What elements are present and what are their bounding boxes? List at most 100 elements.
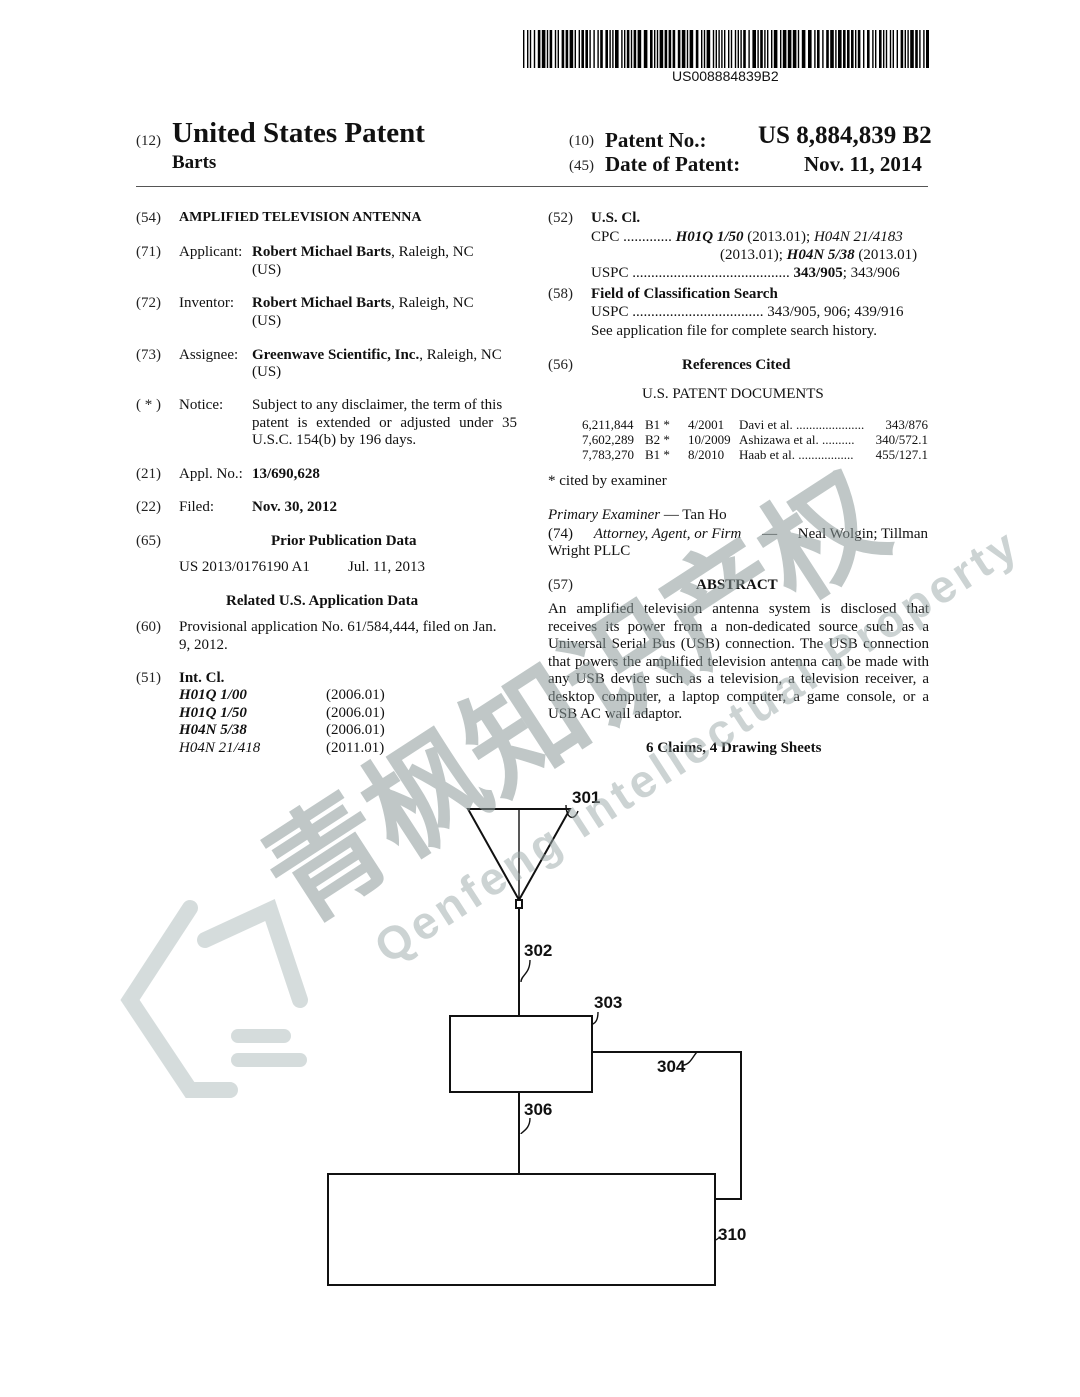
barcode-bar bbox=[609, 30, 611, 68]
cited-by-examiner-note: * cited by examiner bbox=[548, 473, 667, 489]
barcode-bar bbox=[581, 30, 584, 68]
reference-class: 340/572.1 bbox=[875, 432, 928, 447]
field-search-label: Field of Classification Search bbox=[591, 286, 778, 302]
reference-patent-number: 6,211,844 bbox=[582, 417, 634, 432]
attorney-dash: — bbox=[762, 526, 778, 542]
cpc-version-c: (2013.01) bbox=[854, 247, 918, 263]
barcode-bar bbox=[557, 30, 559, 68]
inventor-location: , Raleigh, NC bbox=[391, 295, 474, 311]
cpc-class-a: H01Q 1/50 bbox=[675, 229, 744, 245]
applicant-country: (US) bbox=[252, 262, 282, 278]
barcode-bar bbox=[900, 30, 904, 68]
tv-box-310 bbox=[327, 1173, 716, 1286]
cpc-label: CPC bbox=[591, 229, 620, 245]
barcode-bar bbox=[919, 30, 921, 68]
barcode-bar bbox=[668, 30, 672, 68]
code-72: (72) bbox=[136, 295, 161, 311]
barcode-bar bbox=[830, 30, 834, 68]
patent-no-label: Patent No.: bbox=[605, 128, 707, 152]
abstract-text: An amplified television antenna system i… bbox=[548, 601, 929, 722]
prior-publication-number: US 2013/0176190 A1 bbox=[179, 559, 310, 575]
cpc-class-c: H04N 5/38 bbox=[786, 247, 855, 263]
cpc-line-1: CPC ............. H01Q 1/50 (2013.01); H… bbox=[591, 229, 903, 246]
code-21: (21) bbox=[136, 466, 161, 482]
leader-302 bbox=[520, 959, 531, 983]
uspc-dots: ........................................… bbox=[632, 265, 790, 281]
barcode-bar bbox=[915, 30, 918, 68]
ref-label-303: 303 bbox=[594, 993, 622, 1012]
code-10: (10) bbox=[569, 133, 594, 149]
cpc-dots: ............. bbox=[623, 229, 672, 245]
search-history-note: See application file for complete search… bbox=[591, 323, 878, 339]
search-uspc-label: USPC bbox=[591, 304, 629, 320]
reference-date: 4/2001 bbox=[688, 417, 725, 432]
int-cl-version: (2011.01) bbox=[326, 740, 385, 756]
primary-examiner: Primary Examiner — Tan Ho bbox=[548, 507, 727, 524]
assignee-name: Greenwave Scientific, Inc. bbox=[252, 347, 420, 363]
abstract-heading: ABSTRACT bbox=[696, 577, 778, 593]
leader-304 bbox=[682, 1051, 698, 1066]
leader-303 bbox=[591, 1011, 599, 1025]
ref-label-301: 301 bbox=[572, 788, 600, 807]
int-cl-class: H01Q 1/00 bbox=[179, 687, 247, 703]
reference-kind: B1 * bbox=[645, 447, 670, 462]
barcode-bar bbox=[748, 30, 750, 68]
barcode-bar bbox=[605, 30, 608, 68]
barcode-bar bbox=[712, 30, 715, 68]
cpc-version-a: (2013.01); bbox=[743, 229, 814, 245]
leader-306 bbox=[520, 1117, 531, 1135]
barcode-bar bbox=[546, 30, 549, 68]
code-58: (58) bbox=[548, 286, 573, 302]
reference-name: Davi et al. ..................... bbox=[739, 417, 865, 432]
inventor-country: (US) bbox=[252, 313, 282, 329]
barcode-bar bbox=[817, 30, 820, 68]
notice-line-3: U.S.C. 154(b) by 196 days. bbox=[252, 432, 417, 448]
int-cl-version: (2006.01) bbox=[326, 722, 385, 738]
barcode-bar bbox=[782, 30, 787, 68]
primary-examiner-name: Tan Ho bbox=[682, 507, 727, 523]
barcode-bar bbox=[578, 30, 580, 68]
barcode-bar bbox=[615, 30, 619, 68]
code-74: (74) bbox=[548, 526, 573, 542]
barcode-bar bbox=[855, 30, 857, 68]
barcode-bar bbox=[734, 30, 737, 68]
barcode-bar bbox=[703, 30, 706, 68]
barcode-bar bbox=[757, 30, 759, 68]
assignee-country: (US) bbox=[252, 364, 282, 380]
header-rule bbox=[136, 186, 928, 187]
patent-type-title: United States Patent bbox=[172, 117, 425, 149]
barcode-bar bbox=[569, 30, 574, 68]
attorney-line: (74)Attorney, Agent, or Firm — Neal Wolg… bbox=[548, 526, 928, 543]
reference-kind: B2 * bbox=[645, 432, 670, 447]
code-73: (73) bbox=[136, 347, 161, 363]
reference-patent-number: 7,783,270 bbox=[582, 447, 634, 462]
applicant-label: Applicant: bbox=[179, 244, 243, 260]
barcode-bar bbox=[872, 30, 874, 68]
related-data-heading: Related U.S. Application Data bbox=[226, 593, 419, 609]
applicant-location: , Raleigh, NC bbox=[391, 244, 474, 260]
barcode-bar bbox=[792, 30, 797, 68]
filed-value: Nov. 30, 2012 bbox=[252, 499, 338, 515]
code-22: (22) bbox=[136, 499, 161, 515]
int-cl-class: H04N 21/418 bbox=[179, 740, 261, 756]
barcode-bar bbox=[630, 30, 633, 68]
barcode-bar bbox=[752, 30, 756, 68]
barcode-bar bbox=[808, 30, 812, 68]
inventor-value: Robert Michael Barts, Raleigh, NC bbox=[252, 295, 474, 312]
barcode-bar bbox=[885, 30, 888, 68]
barcode-bar bbox=[814, 30, 816, 68]
code-51: (51) bbox=[136, 670, 161, 686]
barcode-bar bbox=[875, 30, 877, 68]
primary-examiner-label: Primary Examiner bbox=[548, 507, 661, 523]
filed-label: Filed: bbox=[179, 499, 215, 515]
barcode-bar bbox=[533, 30, 536, 68]
barcode-bar bbox=[654, 30, 656, 68]
barcode-bar bbox=[889, 30, 892, 68]
reference-name: Haab et al. ................. bbox=[739, 447, 854, 462]
barcode-bar bbox=[904, 30, 906, 68]
claims-summary: 6 Claims, 4 Drawing Sheets bbox=[646, 740, 822, 756]
barcode-bar bbox=[843, 30, 846, 68]
barcode-bar bbox=[656, 30, 659, 68]
barcode-bar bbox=[695, 30, 699, 68]
prior-publication-date: Jul. 11, 2013 bbox=[348, 559, 425, 575]
